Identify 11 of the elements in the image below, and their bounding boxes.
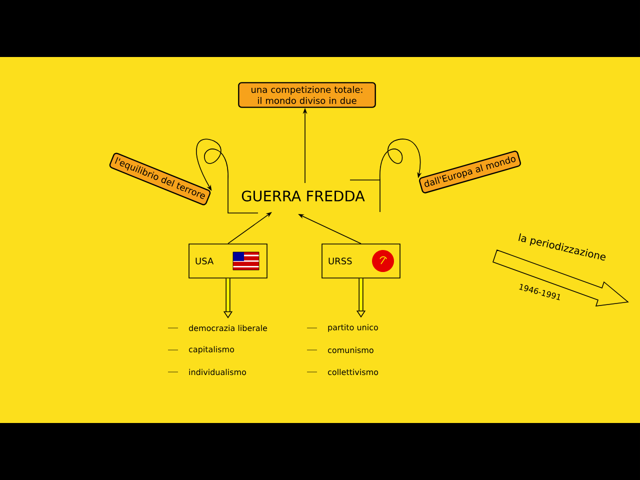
- list-item: capitalismo: [188, 346, 234, 354]
- country-box: USA: [188, 244, 268, 278]
- list-item: democrazia liberale: [188, 324, 268, 332]
- country-box: URSS: [322, 244, 400, 278]
- list-item: individualismo: [189, 368, 246, 376]
- list-item: partito unico: [328, 324, 378, 332]
- arrow: [380, 138, 422, 180]
- list-item: collettivismo: [328, 368, 378, 376]
- concept-box: una competizione totale: il mondo diviso in due: [238, 82, 376, 108]
- title-text: GUERRA FREDDA: [242, 190, 365, 202]
- list-item: comunismo: [328, 346, 374, 354]
